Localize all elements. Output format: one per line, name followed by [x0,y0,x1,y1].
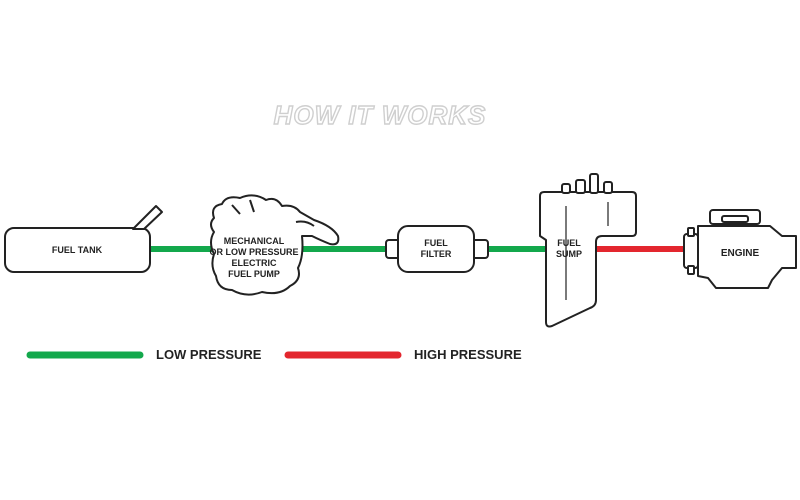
sump-label-line-1: FUEL [557,238,581,248]
filter-label-line-2: FILTER [421,249,452,259]
pump-label-line-1: MECHANICAL [224,236,285,246]
legend-high-pressure-label: HIGH PRESSURE [414,347,522,362]
fuel-tank [4,205,163,273]
legend-low-pressure-label: LOW PRESSURE [156,347,262,362]
fuel-pump [210,194,340,296]
engine [683,209,797,289]
engine-label: ENGINE [721,248,760,259]
fuel-filter [385,225,489,273]
filter-label-line-1: FUEL [424,238,448,248]
pump-label-line-3: ELECTRIC [232,258,278,268]
fuel-sump [539,173,637,328]
pump-label-line-2: OR LOW PRESSURE [209,247,298,257]
pump-label-line-4: FUEL PUMP [228,269,280,279]
diagram-title: HOW IT WORKS [273,99,487,130]
sump-label-line-2: SUMP [556,249,582,259]
fuel-tank-label: FUEL TANK [52,245,103,255]
